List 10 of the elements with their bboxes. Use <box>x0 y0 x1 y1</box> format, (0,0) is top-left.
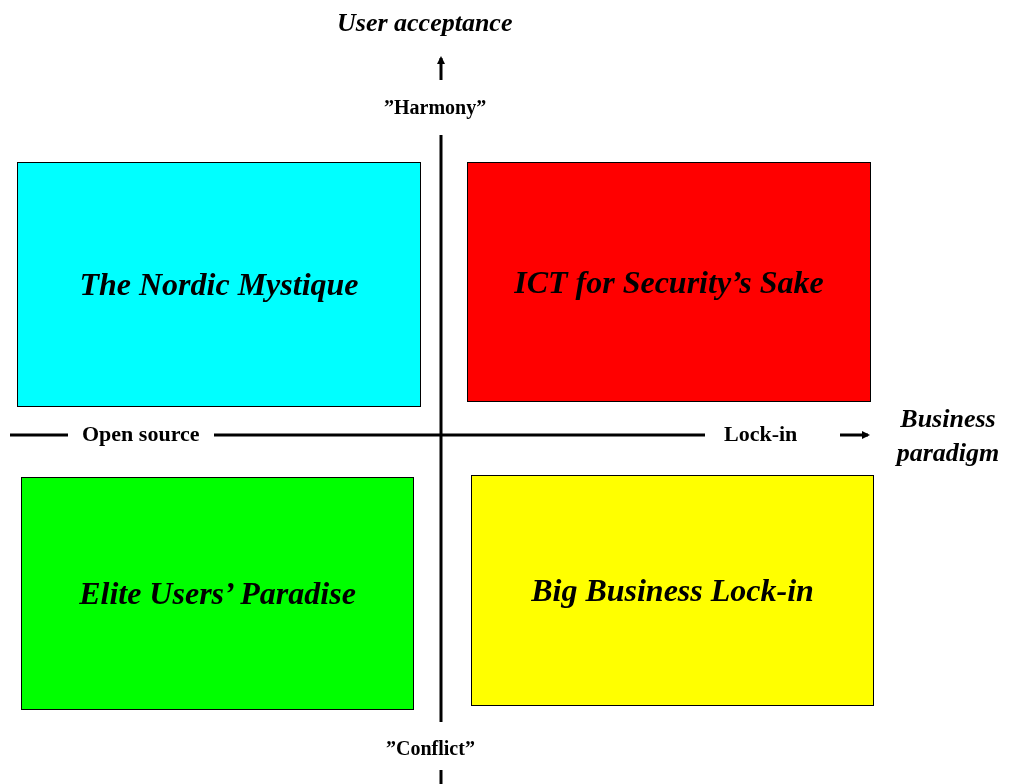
scenario-title: Elite Users’ Paradise <box>79 575 356 612</box>
scenario-title: ICT for Security’s Sake <box>514 263 824 301</box>
axis-title: User acceptance <box>337 8 513 38</box>
axis-title: Business paradigm <box>894 403 1001 469</box>
scenario-box <box>17 162 421 407</box>
scenario-box <box>471 475 874 706</box>
scenario-box <box>467 162 871 402</box>
scenario-title: The Nordic Mystique <box>79 266 359 303</box>
scenario-title: Big Business Lock-in <box>531 572 814 609</box>
scenario-box <box>21 477 414 710</box>
